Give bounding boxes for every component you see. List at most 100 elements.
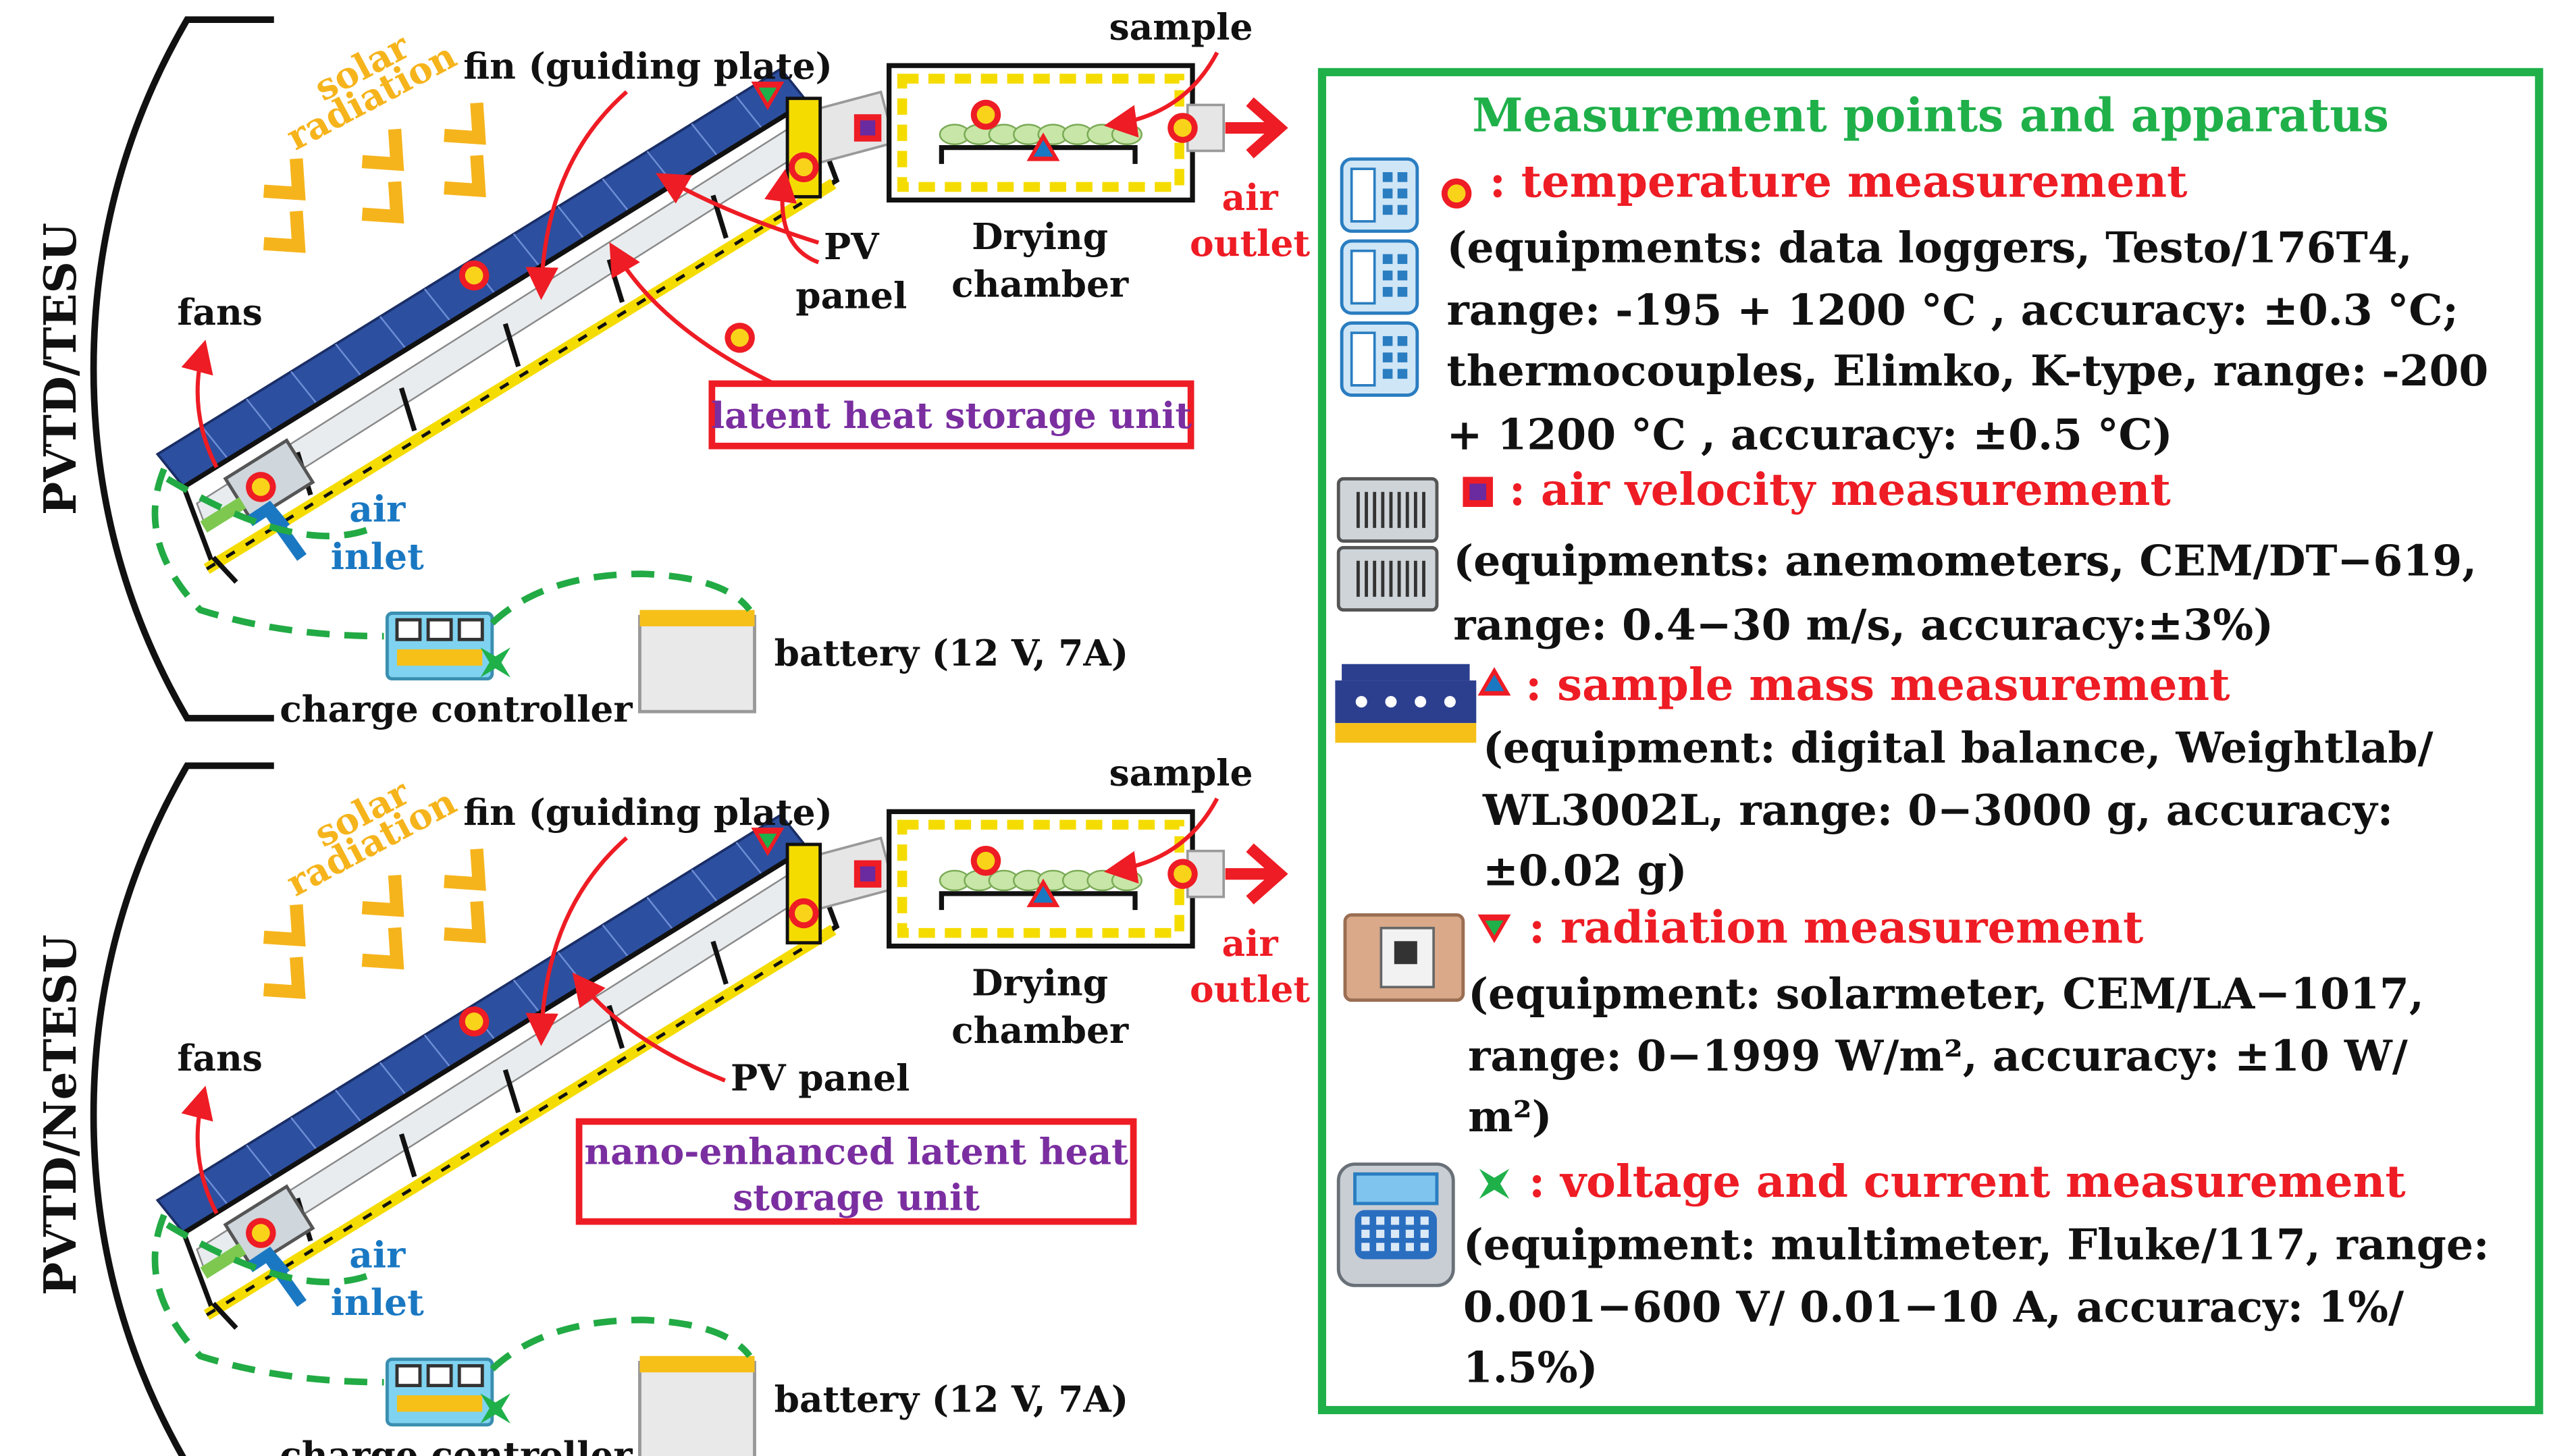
pv-cell-line [513, 979, 541, 1014]
solar-ray-chevron [263, 956, 306, 1000]
battery-top [639, 610, 755, 626]
temperature-dot-symbol [1441, 178, 1472, 209]
velocity-marker [853, 114, 882, 142]
thermo-logger-key [1397, 335, 1408, 346]
multimeter-screen [1353, 1172, 1439, 1206]
temperature-marker [970, 845, 1001, 876]
fin-pointer [525, 836, 629, 1046]
wiring-controller-battery [490, 570, 753, 626]
thermo-logger-key [1382, 270, 1393, 281]
legend-heading: : air velocity measurement [1509, 464, 2171, 516]
thermo-logger-key [1397, 205, 1408, 215]
legend-detail-line: range: -195 + 1200 °C , accuracy: ±0.3 °… [1447, 285, 2459, 335]
fans-label: fans [177, 1037, 263, 1079]
multimeter-key [1405, 1216, 1414, 1225]
legend-item: : radiation measurement(equipment: solar… [1343, 902, 2424, 1141]
storage-box [575, 1118, 1137, 1225]
legend-heading: : voltage and current measurement [1529, 1156, 2406, 1208]
solar-ray-chevron [263, 904, 306, 947]
solar-ray-chevron [361, 927, 404, 970]
air-outlet-label-2: outlet [1190, 222, 1310, 265]
multimeter-key [1361, 1243, 1370, 1251]
controller-strip [396, 649, 483, 666]
legend-detail-line: (equipment: solarmeter, CEM/LA−1017, [1468, 969, 2424, 1019]
temperature-marker [458, 1006, 490, 1037]
wiring-fan-controller [151, 1214, 384, 1386]
casing-edge [211, 1301, 238, 1330]
legend-item: : sample mass measurement(equipment: dig… [1335, 659, 2434, 896]
legend-detail-line: 1.5%) [1463, 1343, 1598, 1393]
temperature-marker [1167, 113, 1198, 143]
air-outlet-label: air [1222, 176, 1279, 219]
fans-pointer [181, 1085, 219, 1214]
balance-button [1385, 696, 1397, 708]
storage-box [708, 380, 1194, 450]
thermo-logger-key [1382, 352, 1393, 362]
anemometer-icon [1336, 545, 1439, 612]
thermo-logger-screen [1350, 167, 1376, 223]
pv-cell-line [335, 1089, 363, 1124]
pv-pointer [572, 972, 726, 1083]
legend-detail-line: WL3002L, range: 0−3000 g, accuracy: [1482, 785, 2393, 835]
pv-cell-line [379, 316, 407, 350]
fin-pointer [525, 90, 629, 300]
temperature-marker [725, 323, 755, 353]
balance-base [1335, 723, 1477, 743]
chamber-label: chamber [951, 263, 1129, 306]
multimeter-key [1376, 1216, 1385, 1225]
thermo-logger-key [1397, 188, 1408, 198]
legend-detail-line: 0.001−600 V/ 0.01−10 A, accuracy: 1%/ [1463, 1282, 2405, 1332]
sample-slice [1111, 869, 1142, 892]
multimeter-key [1420, 1216, 1429, 1225]
multimeter-key [1420, 1229, 1429, 1238]
pv-cell-line [691, 123, 719, 157]
pv-cell-line [513, 233, 541, 268]
thermo-logger-key [1397, 352, 1408, 362]
legend-item: : air velocity measurement(equipments: a… [1336, 464, 2477, 649]
battery-top [639, 1355, 755, 1373]
side-bracket [90, 16, 274, 722]
wiring-fan [165, 1222, 374, 1286]
storage-label-2: storage unit [733, 1177, 980, 1219]
pv-cell-line [646, 896, 675, 931]
casing-stripe-dash [205, 928, 835, 1317]
outlet-arrow [1225, 97, 1288, 159]
temperature-marker [246, 1218, 276, 1248]
solar-ray-chevron [263, 211, 306, 253]
legend-heading: : sample mass measurement [1525, 659, 2230, 711]
solar-ray-chevron [263, 158, 306, 201]
pv-cell-line [290, 371, 318, 405]
multimeter-key [1376, 1229, 1385, 1238]
pv-cell-line [423, 1034, 452, 1069]
storage-label: nano-enhanced latent heat [584, 1131, 1128, 1173]
fin-label: fin (guiding plate) [463, 791, 833, 834]
thermo-logger-key [1382, 369, 1393, 379]
legend-title: Measurement points and apparatus [1472, 88, 2389, 142]
controller-display [426, 618, 453, 641]
pv-cell-line [201, 426, 230, 460]
temperature-marker [789, 898, 819, 929]
battery-label: battery (12 V, 7A) [774, 1378, 1129, 1420]
solar-ray-chevron [444, 848, 486, 891]
pv-label: PV panel [731, 1056, 910, 1099]
sample-label: sample [1109, 752, 1253, 794]
solar-ray-chevron [444, 900, 486, 944]
temperature-marker [458, 260, 490, 291]
legend-heading: : temperature measurement [1490, 155, 2188, 207]
controller-display [395, 1364, 422, 1387]
sample-slice [1111, 124, 1142, 145]
legend-detail-line: thermocouples, Elimko, K-type, range: -2… [1447, 346, 2489, 396]
pv-label-2: panel [795, 275, 907, 317]
casing-stripe-dash [205, 182, 835, 570]
multimeter-key [1361, 1216, 1370, 1225]
thermo-logger-key [1397, 287, 1408, 297]
pv-cell-line [335, 343, 363, 378]
sample-label: sample [1109, 5, 1253, 48]
pv-cell-line [602, 178, 630, 213]
balance-button [1444, 696, 1456, 708]
balance-button [1415, 696, 1427, 708]
temperature-marker [970, 99, 1001, 130]
velocity-square-symbol [1463, 477, 1493, 507]
storage-pointer [609, 242, 775, 386]
